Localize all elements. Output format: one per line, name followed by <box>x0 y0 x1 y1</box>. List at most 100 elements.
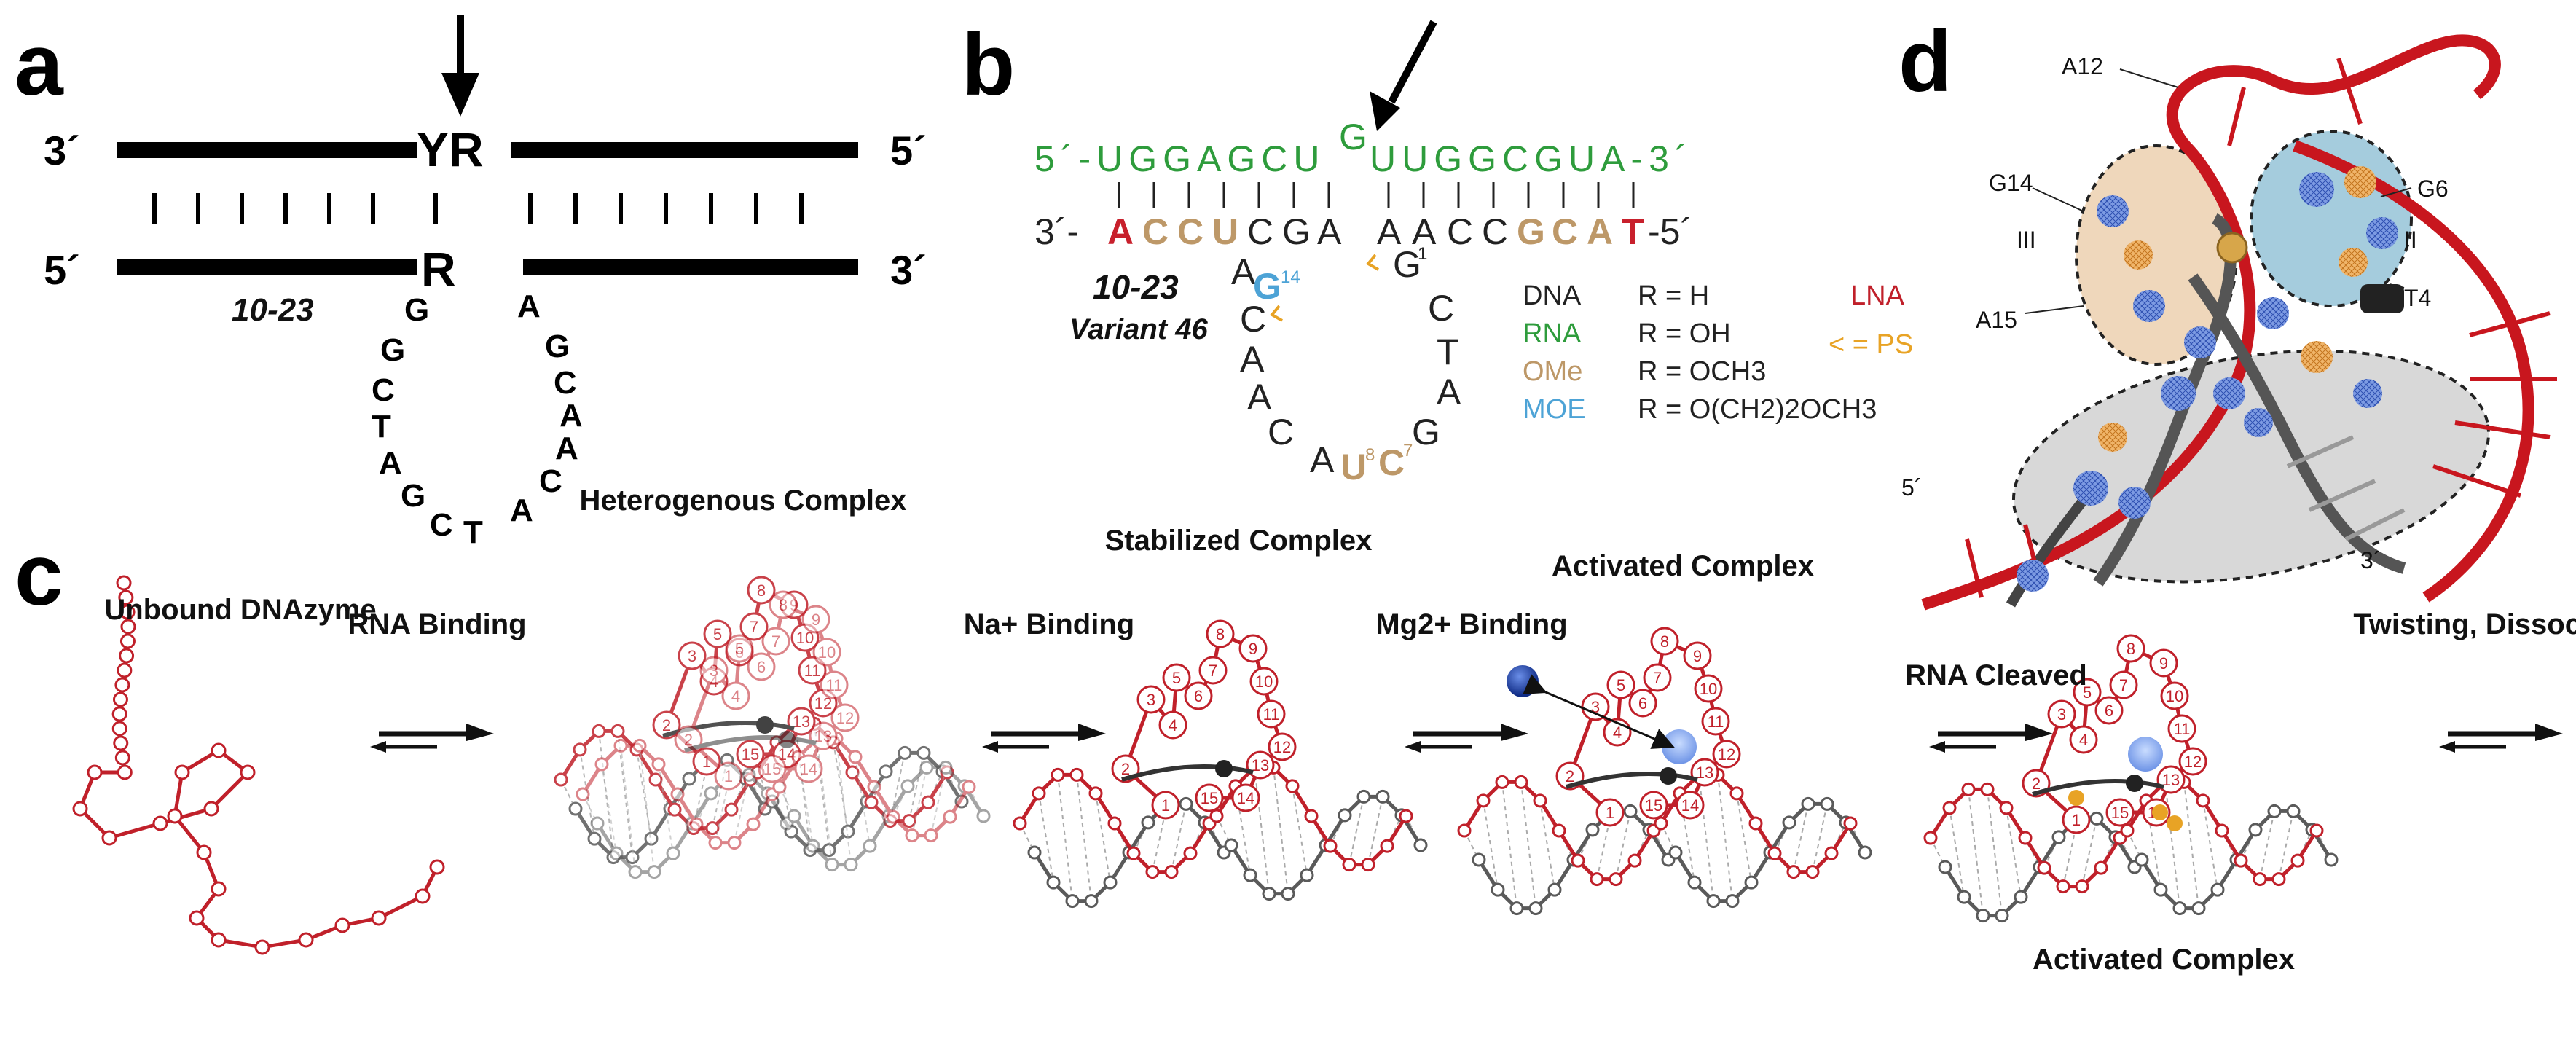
cleavage-arrow-b <box>1388 20 1437 104</box>
g1-superscript: 1 <box>1418 244 1427 264</box>
nucleotide-number: 1 <box>2072 811 2081 829</box>
nucleotide-number: 15 <box>742 745 759 764</box>
dnazyme-strand-nucleotide <box>1824 846 1839 860</box>
cleaved-product-end <box>2068 790 2084 806</box>
loop-b-g14: G <box>1253 266 1281 307</box>
leader-a15 <box>2025 305 2084 314</box>
bottom-site-r: R <box>421 242 456 296</box>
numbered-nucleotide <box>787 707 816 736</box>
unbound-dnazyme-nucleotide <box>119 648 135 664</box>
nucleotide-number: 4 <box>2079 731 2088 749</box>
nucleotide-number: 4 <box>1169 716 1177 734</box>
numbered-nucleotide <box>2109 670 2138 699</box>
nucleotide-number: 7 <box>1209 662 1217 680</box>
substrate-strand-nucleotide <box>806 839 820 853</box>
rna-strand-right: UUGGCGUA-3´ <box>1370 138 1693 179</box>
numbered-nucleotide <box>2094 696 2124 725</box>
numbered-nucleotide <box>794 754 823 783</box>
dnazyme-strand-nucleotide <box>864 795 879 809</box>
nucleotide-number: 5 <box>713 625 722 643</box>
dnazyme-strand-nucleotide <box>705 821 720 836</box>
dnazyme-strand-nucleotide <box>2253 872 2267 887</box>
substrate-strand-nucleotide <box>1623 804 1638 818</box>
dnazyme-strand-nucleotide <box>921 795 935 809</box>
dna-left-base: C <box>1177 211 1203 252</box>
panel-b-letter: b <box>962 16 1015 114</box>
unbound-dnazyme-nucleotide <box>203 801 219 817</box>
dnazyme-strand-nucleotide <box>1032 786 1046 801</box>
substrate-strand-nucleotide <box>1027 845 1042 860</box>
nucleotide-number: 6 <box>757 658 766 676</box>
cleavage-arrowhead-a <box>441 73 479 117</box>
substrate-strand-nucleotide <box>1782 815 1796 830</box>
dnazyme-strand-nucleotide <box>1476 793 1491 808</box>
nucleotide-number: 2 <box>2032 775 2041 793</box>
nucleotide-number: 1 <box>1606 804 1614 822</box>
dnazyme-strand-nucleotide <box>1767 846 1782 860</box>
dnazyme-strand-nucleotide <box>1729 786 1744 801</box>
dnazyme-strand-nucleotide <box>746 817 761 831</box>
numbered-nucleotide <box>747 652 776 681</box>
dnazyme-strand-nucleotide <box>1323 839 1338 853</box>
dnazyme-strand-nucleotide <box>1609 872 1623 887</box>
equilibrium-arrows <box>370 724 494 753</box>
nucleotide-number: 9 <box>1249 640 1257 658</box>
helix-rungs <box>1464 775 1866 909</box>
dna-left-base: C <box>1247 211 1273 252</box>
panel-a-base-pairs <box>152 193 804 224</box>
g14-superscript: 14 <box>1281 267 1300 287</box>
dnazyme-strand-nucleotide <box>1285 779 1300 793</box>
dnazyme-strand <box>1209 760 1413 872</box>
dnazyme-strand-nucleotide <box>772 780 787 794</box>
unbound-dnazyme-nucleotide <box>116 575 132 591</box>
unbound-dnazyme-nucleotide <box>415 888 431 904</box>
substrate-strand-nucleotide <box>2089 811 2104 826</box>
substrate-strand-nucleotide <box>825 858 839 872</box>
numbered-nucleotide <box>769 590 798 619</box>
loop-b-base: A <box>1247 377 1272 417</box>
unbound-dnazyme-nucleotide <box>240 764 256 780</box>
numbered-nucleotide <box>2105 798 2135 827</box>
substrate-strand-nucleotide <box>1224 838 1238 852</box>
nucleotide-number: 3 <box>688 647 696 665</box>
unbound-dnazyme-nucleotide <box>429 859 445 875</box>
unbound-dnazyme <box>72 575 445 955</box>
numbered-nucleotide <box>2178 747 2207 776</box>
numbered-nucleotide <box>812 638 841 667</box>
dnazyme-strand-nucleotide <box>1457 823 1472 838</box>
dnazyme-strand <box>1654 767 1858 879</box>
unbound-dnazyme-nucleotide <box>211 881 227 897</box>
nucleotide-number: 10 <box>818 643 836 662</box>
numbered-nucleotide <box>1151 791 1180 820</box>
nucleotide-number: 5 <box>2083 683 2092 702</box>
nucleotide-number: 3 <box>2057 705 2066 724</box>
variant-name: Variant 46 <box>1069 313 1208 345</box>
numbered-nucleotide <box>2047 699 2076 729</box>
substrate-strand-nucleotide <box>647 865 661 879</box>
unbound-dnazyme-nucleotide <box>167 808 183 824</box>
unbound-dnazyme-nucleotide <box>119 604 136 620</box>
dnazyme-strand <box>1923 782 2127 894</box>
dnazyme-strand-nucleotide <box>667 802 682 817</box>
numbered-nucleotide <box>1676 791 1705 820</box>
nucleotide-number: 6 <box>1638 694 1647 713</box>
mg-ion <box>2128 737 2163 772</box>
loop-a-right-base: A <box>517 289 541 324</box>
enzyme-name-a: 10-23 <box>232 292 314 328</box>
bottom-strand-right <box>523 259 858 275</box>
panel-c-content: 1234567891011121314151234567891011121314… <box>72 485 2576 976</box>
loop-a-right-base: C <box>539 463 562 499</box>
numbered-nucleotide <box>2160 681 2189 710</box>
dnazyme-strand-nucleotide <box>1923 831 1938 845</box>
loop-a-right-base: G <box>545 329 570 364</box>
nucleotide-number: 15 <box>763 760 781 778</box>
nucleotide-number: 8 <box>1660 632 1669 651</box>
numbered-nucleotide <box>1195 783 1224 812</box>
substrate-strand-nucleotide <box>2172 901 2187 916</box>
dnazyme-strand-nucleotide <box>1164 865 1179 879</box>
legend-name: OMe <box>1523 356 1582 387</box>
dnazyme-strand-nucleotide <box>2037 860 2051 875</box>
